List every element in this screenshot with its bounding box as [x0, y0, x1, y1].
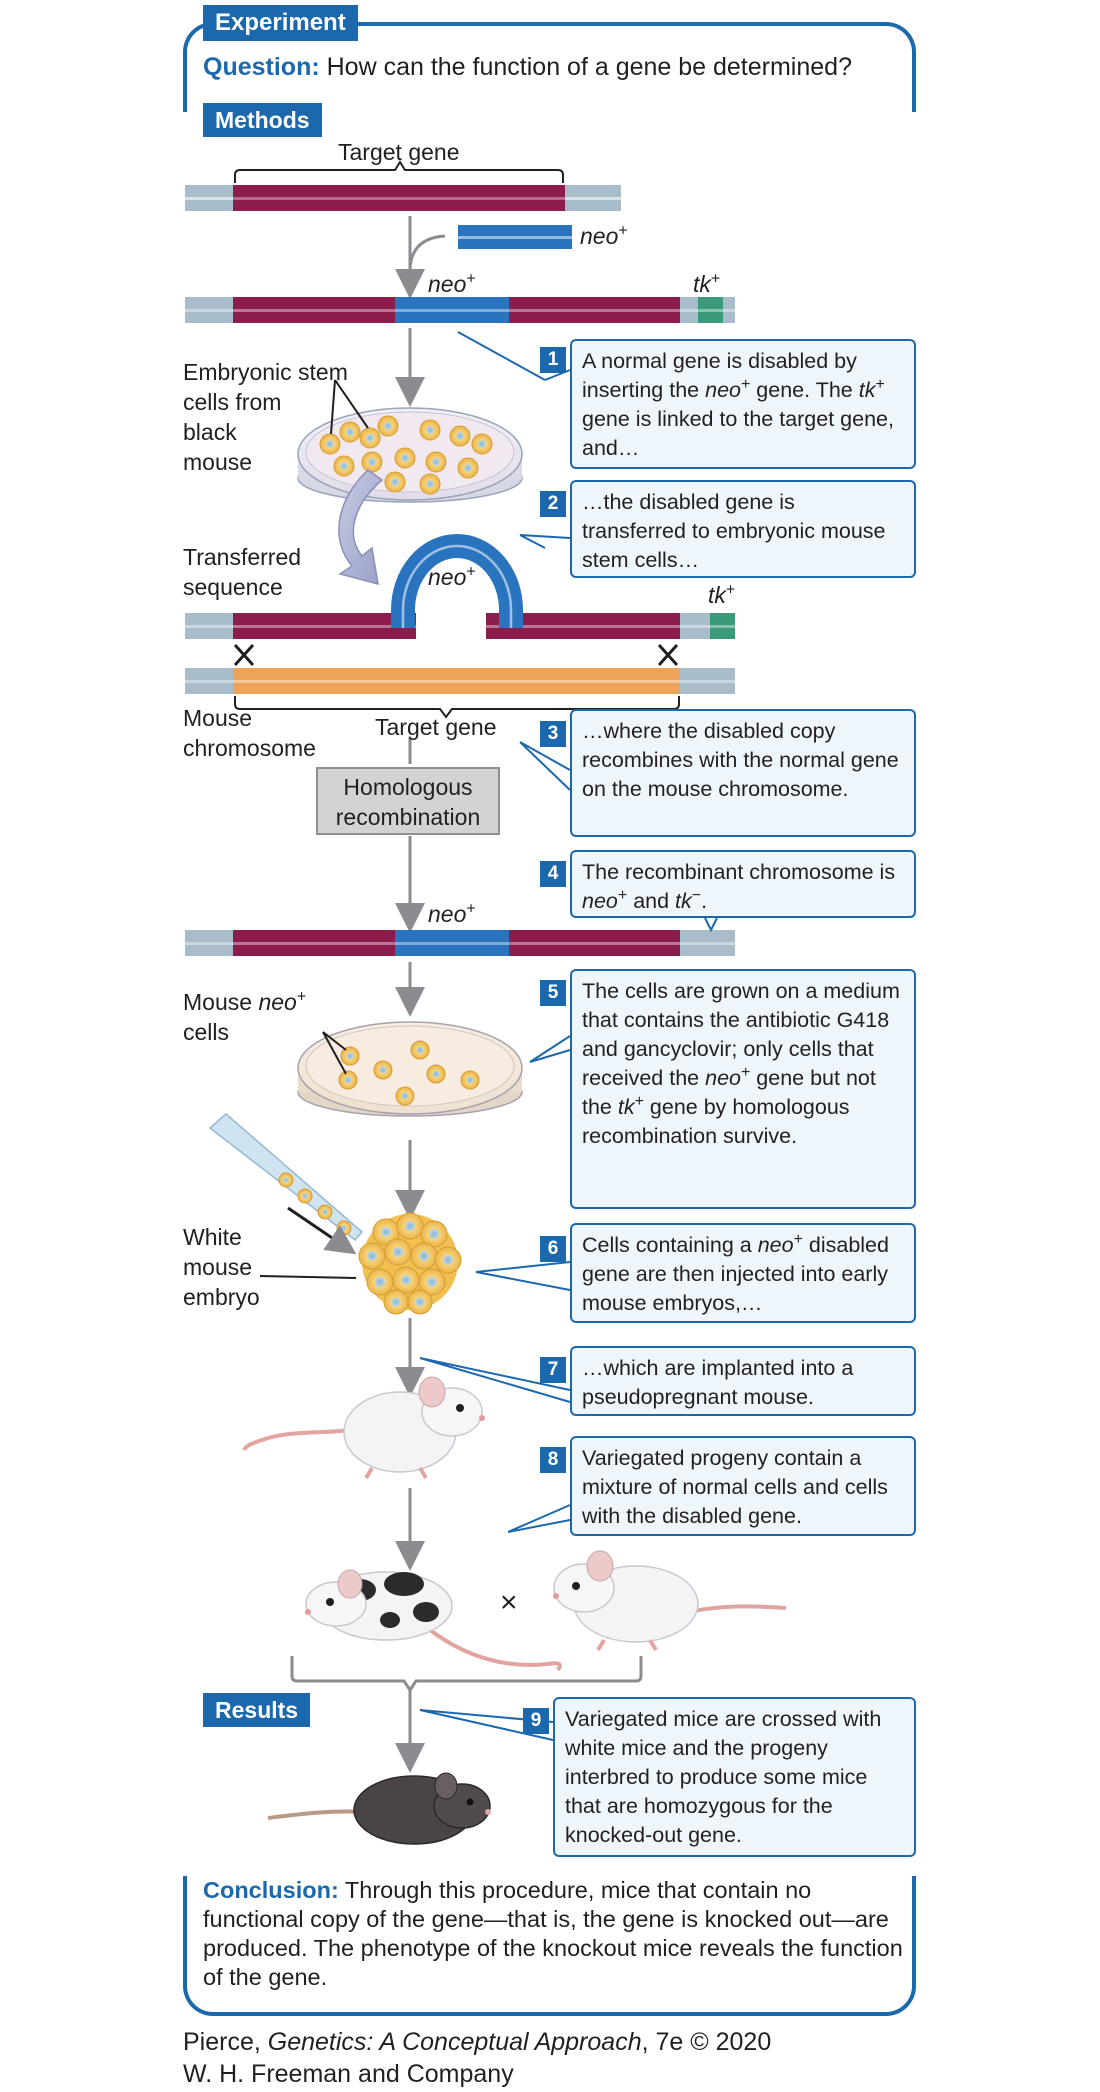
label-pointer: [334, 379, 369, 429]
target-gene-bracket: [234, 160, 564, 183]
question-line: Question: How can the function of a gene…: [203, 50, 852, 84]
step-7-number: 7: [540, 1357, 566, 1383]
neo-label-row2: neo+: [428, 270, 476, 297]
label-pointer: [322, 1031, 347, 1075]
cross-symbol: ×: [500, 1586, 518, 1619]
neo-label-loop: neo+: [428, 563, 476, 590]
dna-target-gene: [185, 185, 621, 211]
results-tag: Results: [203, 1693, 311, 1727]
crossover-marks: [233, 643, 679, 667]
step-3-number: 3: [540, 721, 566, 747]
white-mouse-embryo-label: White mouse embryo: [183, 1224, 260, 1310]
mouse-neo-cells-label: Mouse neo+ cells: [183, 988, 307, 1045]
experiment-tag: Experiment: [203, 5, 358, 41]
label-pointer: [330, 379, 336, 435]
dna-mouse-chromosome: [185, 668, 735, 694]
step-1-box: A normal gene is disabled by inserting t…: [570, 339, 916, 469]
petri-dish-neo-cells: [297, 1021, 523, 1117]
step-3-box: …where the disabled copy recombines with…: [570, 709, 916, 837]
step-6-box: Cells containing a neo+ disabled gene ar…: [570, 1223, 916, 1323]
methods-tag: Methods: [203, 103, 322, 137]
conclusion-text: Conclusion: Through this procedure, mice…: [203, 1877, 903, 1990]
knockout-mouse: [267, 1772, 491, 1845]
target-gene-label-lower: Target gene: [375, 714, 497, 740]
dna-disabled-gene: [185, 297, 735, 323]
label-pointer: [259, 1275, 357, 1279]
question-text: How can the function of a gene be determ…: [326, 53, 852, 81]
step-4-box: The recombinant chromosome is neo+ and t…: [570, 850, 916, 918]
conclusion-frame: [183, 1876, 916, 2016]
white-mouse: [553, 1550, 787, 1652]
label-pointer: [322, 1031, 347, 1051]
transferred-sequence-label: Transferred sequence: [183, 544, 302, 600]
mouse-chromosome-label: Mouse chromosome: [183, 705, 316, 761]
stem-cells-group: [319, 415, 493, 495]
target-gene-label: Target gene: [338, 139, 460, 165]
step-2-number: 2: [540, 491, 566, 517]
homologous-recombination-box: Homologous recombination: [316, 767, 500, 835]
step-9-box: Variegated mice are crossed with white m…: [553, 1697, 916, 1857]
experiment-frame-top: [183, 22, 916, 112]
step-8-number: 8: [540, 1447, 566, 1473]
neo-label-recombinant: neo+: [428, 900, 476, 927]
step-5-box: The cells are grown on a medium that con…: [570, 969, 916, 1209]
step-6-number: 6: [540, 1236, 566, 1262]
credit-line-1: Pierce, Genetics: A Conceptual Approach,…: [183, 2028, 772, 2056]
step-9-number: 9: [523, 1708, 549, 1734]
question-label: Question:: [203, 53, 320, 81]
credit-line-2: W. H. Freeman and Company: [183, 2060, 514, 2088]
tk-label-row2: tk+: [693, 270, 721, 297]
mouse-embryo: [358, 1212, 462, 1315]
pseudopregnant-mouse: [242, 1376, 485, 1480]
tk-label-loop: tk+: [708, 581, 736, 608]
embryonic-stem-cells-label: Embryonic stem cells from black mouse: [183, 359, 348, 475]
transfer-arrow: [338, 469, 384, 586]
callout-pointers: [419, 331, 718, 1741]
cross-bracket: [290, 1656, 643, 1693]
step-5-number: 5: [540, 980, 566, 1006]
dna-transferred-sequence: [185, 534, 735, 639]
injection-arrow: [287, 1206, 357, 1255]
step-4-number: 4: [540, 861, 566, 887]
target-gene-bracket-lower: [234, 696, 680, 719]
variegated-mouse: [305, 1569, 562, 1672]
insert-curve-line: [408, 234, 446, 269]
step-8-box: Variegated progeny contain a mixture of …: [570, 1436, 916, 1536]
dna-recombinant-chromosome: [185, 930, 735, 956]
step-1-number: 1: [540, 347, 566, 373]
step-2-box: …the disabled gene is transferred to emb…: [570, 480, 916, 578]
neo-insert: [458, 225, 572, 249]
step-7-box: …which are implanted into a pseudopregna…: [570, 1346, 916, 1416]
neo-insert-label: neo+: [580, 222, 628, 249]
